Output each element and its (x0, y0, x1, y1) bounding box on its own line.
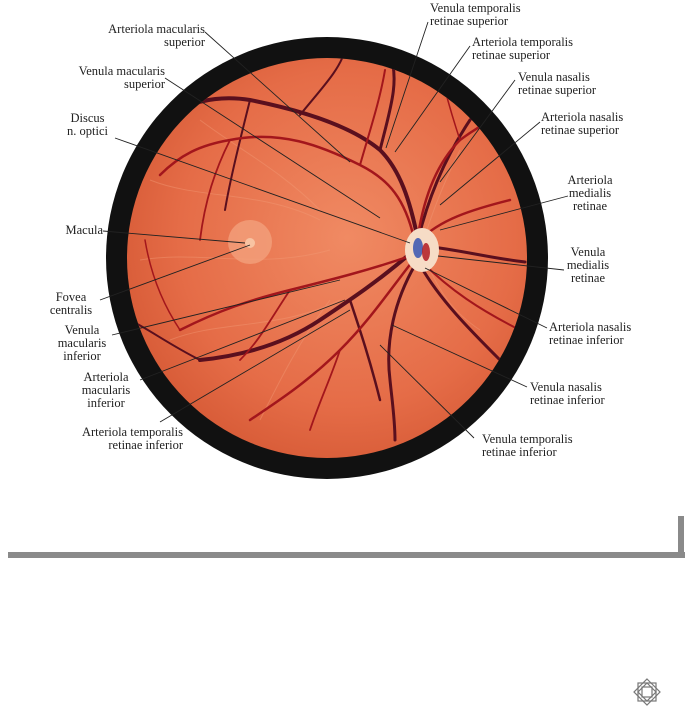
label-macula: Macula (65, 223, 103, 237)
label-venula-medialis: Venula medialis retinae (566, 245, 610, 285)
label-venula-macularis-sup: Venula macularis superior (78, 64, 165, 91)
label-arteriola-macularis-sup: Arteriola macularis superior (108, 22, 205, 49)
retina-background (127, 58, 527, 458)
label-arteriola-temporalis-inf: Arteriola temporalis retinae inferior (81, 425, 183, 452)
leader-lines (99, 21, 569, 439)
label-venula-nasalis-sup: Venula nasalis retinae superior (518, 70, 597, 97)
label-arteriola-temporalis-sup: Arteriola temporalis retinae superior (472, 35, 574, 62)
label-venula-temporalis-inf: Venula temporalis retinae inferior (482, 432, 573, 459)
label-arteriola-nasalis-sup: Arteriola nasalis retinae superior (541, 110, 624, 137)
frame-bar-vertical (678, 516, 684, 558)
diamond-frame-icon[interactable] (633, 678, 661, 706)
label-venula-macularis-inf: Venula macularis inferior (57, 323, 107, 363)
label-venula-temporalis-sup: Venula temporalis retinae superior (430, 1, 521, 28)
frame-bar-horizontal (8, 552, 685, 558)
label-arteriola-medialis: Arteriola medialis retinae (567, 173, 613, 213)
label-arteriola-nasalis-inf: Arteriola nasalis retinae inferior (549, 320, 632, 347)
label-venula-nasalis-inf: Venula nasalis retinae inferior (530, 380, 605, 407)
label-arteriola-macularis-inf: Arteriola macularis inferior (81, 370, 131, 410)
label-fovea: Fovea centralis (49, 290, 93, 317)
label-discus: Discus n. optici (67, 111, 108, 138)
